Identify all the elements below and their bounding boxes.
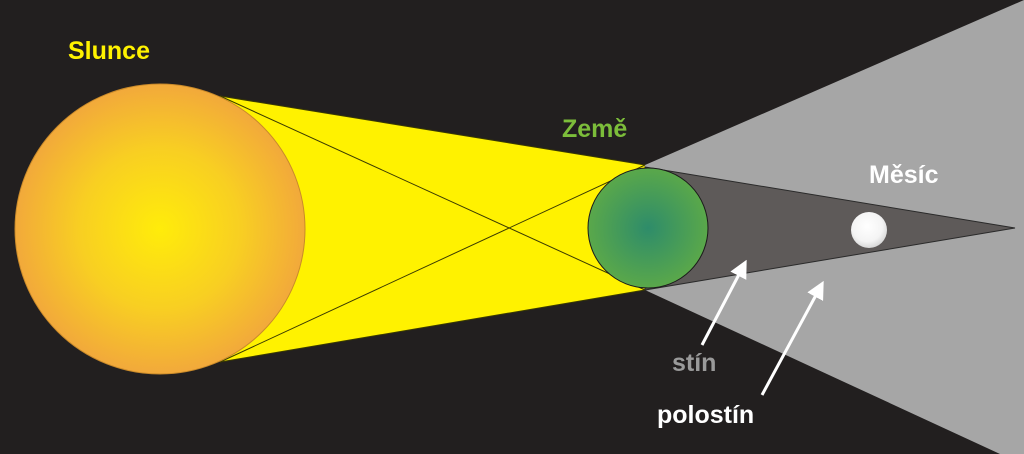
- penumbra-arrow: [760, 280, 824, 396]
- umbra-arrow: [700, 259, 747, 346]
- moon-disc: [851, 212, 887, 248]
- sunlight-beam: [220, 96, 645, 362]
- umbra-label: stín: [672, 349, 717, 377]
- sun-disc: [14, 83, 306, 375]
- light-rays: [219, 95, 646, 363]
- earth-label: Země: [562, 115, 628, 143]
- penumbra-label: polostín: [657, 401, 755, 429]
- earth-disc: [587, 167, 709, 289]
- sun-label: Slunce: [68, 37, 150, 65]
- moon-label: Měsíc: [869, 161, 939, 189]
